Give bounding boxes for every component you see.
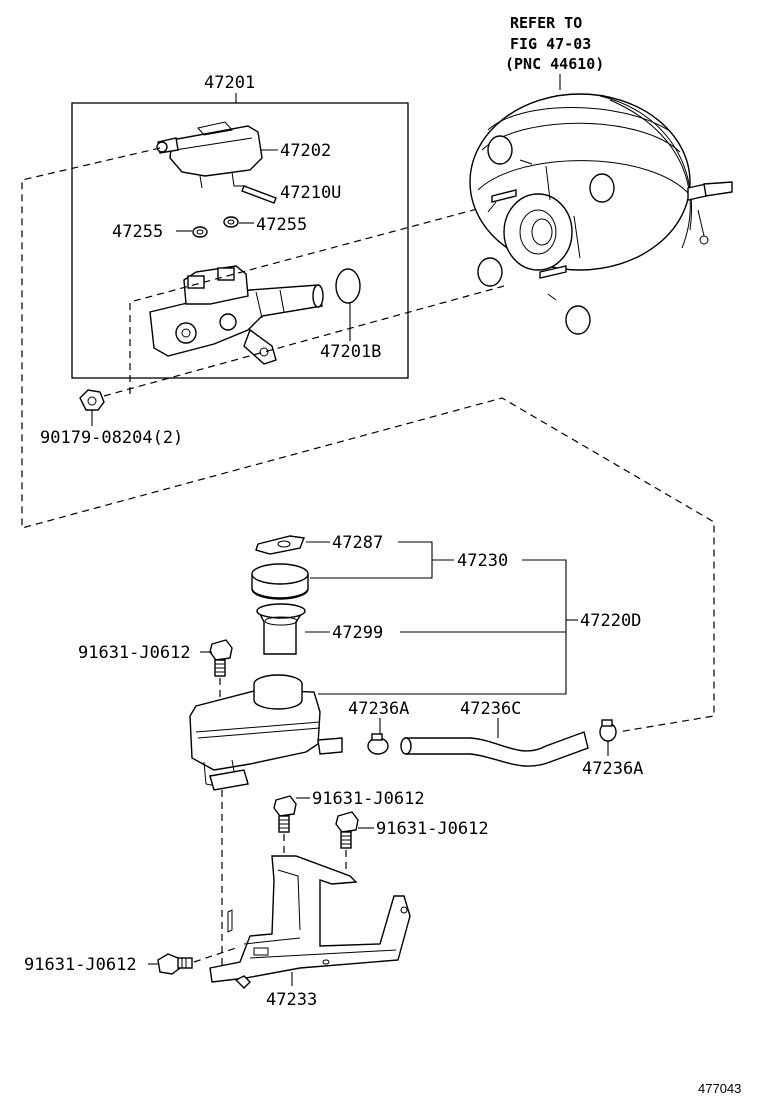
label-47255-left: 47255 bbox=[112, 222, 163, 242]
nut-90179 bbox=[79, 389, 105, 411]
refer-line-3: (PNC 44610) bbox=[505, 55, 604, 73]
dashed-guide-stud-lower bbox=[103, 285, 505, 397]
bracket-47233 bbox=[209, 855, 411, 989]
label-91631-c: 91631-J0612 bbox=[376, 819, 489, 839]
label-47220D: 47220D bbox=[580, 611, 641, 631]
bolt-91631-b bbox=[273, 795, 297, 833]
filter-47299 bbox=[256, 603, 306, 655]
label-91631-b: 91631-J0612 bbox=[312, 789, 425, 809]
label-47236A-right: 47236A bbox=[582, 759, 643, 779]
dashed-guide-outer bbox=[21, 147, 715, 733]
bolt-91631-c bbox=[335, 811, 359, 849]
figure-number: 477043 bbox=[698, 1081, 741, 1096]
brake-booster bbox=[469, 93, 733, 335]
grommet-47255-right bbox=[223, 216, 239, 228]
hose-47236C bbox=[400, 731, 589, 767]
label-47230: 47230 bbox=[457, 551, 508, 571]
label-47233: 47233 bbox=[266, 990, 317, 1010]
label-47202: 47202 bbox=[280, 141, 331, 161]
label-47201: 47201 bbox=[204, 73, 255, 93]
bolt-91631-d bbox=[157, 953, 193, 975]
cap-47230 bbox=[251, 563, 309, 600]
label-47210U: 47210U bbox=[280, 183, 341, 203]
refer-line-1: REFER TO bbox=[510, 14, 582, 32]
reservoir-47202 bbox=[156, 121, 263, 189]
master-cylinder-body bbox=[149, 265, 324, 365]
bolt-91631-a bbox=[209, 639, 233, 677]
refer-line-2: FIG 47-03 bbox=[510, 35, 591, 53]
label-47287: 47287 bbox=[332, 533, 383, 553]
clamp-47236A-right bbox=[599, 719, 617, 742]
clamp-47236A-left bbox=[367, 733, 389, 755]
master-cylinder-assembly-box bbox=[71, 102, 409, 379]
gasket-47287 bbox=[255, 535, 305, 555]
grommet-47255-left bbox=[192, 226, 208, 238]
label-47255-right: 47255 bbox=[256, 215, 307, 235]
label-47236A-left: 47236A bbox=[348, 699, 409, 719]
label-47299: 47299 bbox=[332, 623, 383, 643]
dashed-guide-stud-upper bbox=[129, 204, 493, 394]
o-ring-47201B bbox=[335, 268, 361, 304]
pin-47210U bbox=[241, 185, 277, 204]
label-90179: 90179-08204(2) bbox=[40, 428, 183, 448]
reservoir-tank bbox=[189, 674, 343, 791]
label-47201B: 47201B bbox=[320, 342, 381, 362]
label-47236C: 47236C bbox=[460, 699, 521, 719]
label-91631-d: 91631-J0612 bbox=[24, 955, 137, 975]
label-91631-a: 91631-J0612 bbox=[78, 643, 191, 663]
